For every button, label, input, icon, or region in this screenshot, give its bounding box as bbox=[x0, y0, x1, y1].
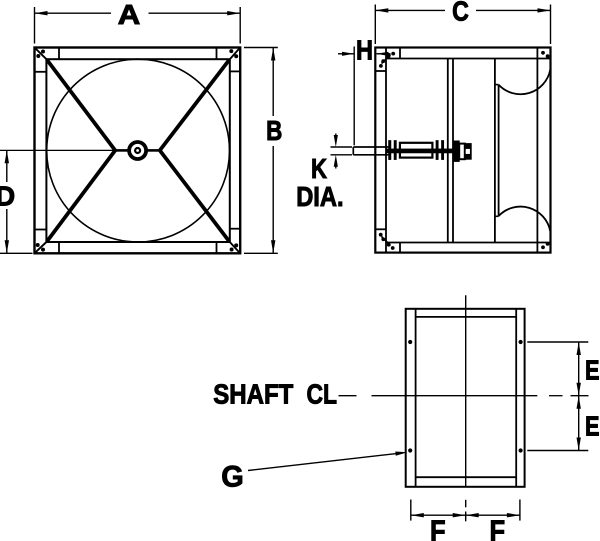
svg-text:B: B bbox=[266, 115, 282, 146]
svg-text:G: G bbox=[221, 460, 244, 493]
svg-text:A: A bbox=[118, 0, 141, 30]
svg-text:E: E bbox=[585, 411, 600, 442]
svg-text:F: F bbox=[490, 515, 506, 541]
svg-text:D: D bbox=[0, 180, 15, 211]
svg-text:DIA.: DIA. bbox=[296, 181, 343, 212]
svg-text:H: H bbox=[356, 35, 373, 66]
svg-text:F: F bbox=[430, 515, 446, 541]
svg-text:C: C bbox=[452, 0, 469, 26]
svg-text:SHAFT: SHAFT bbox=[213, 378, 293, 409]
svg-text:K: K bbox=[311, 153, 327, 184]
svg-text:E: E bbox=[585, 355, 600, 386]
svg-text:CL: CL bbox=[307, 378, 338, 409]
